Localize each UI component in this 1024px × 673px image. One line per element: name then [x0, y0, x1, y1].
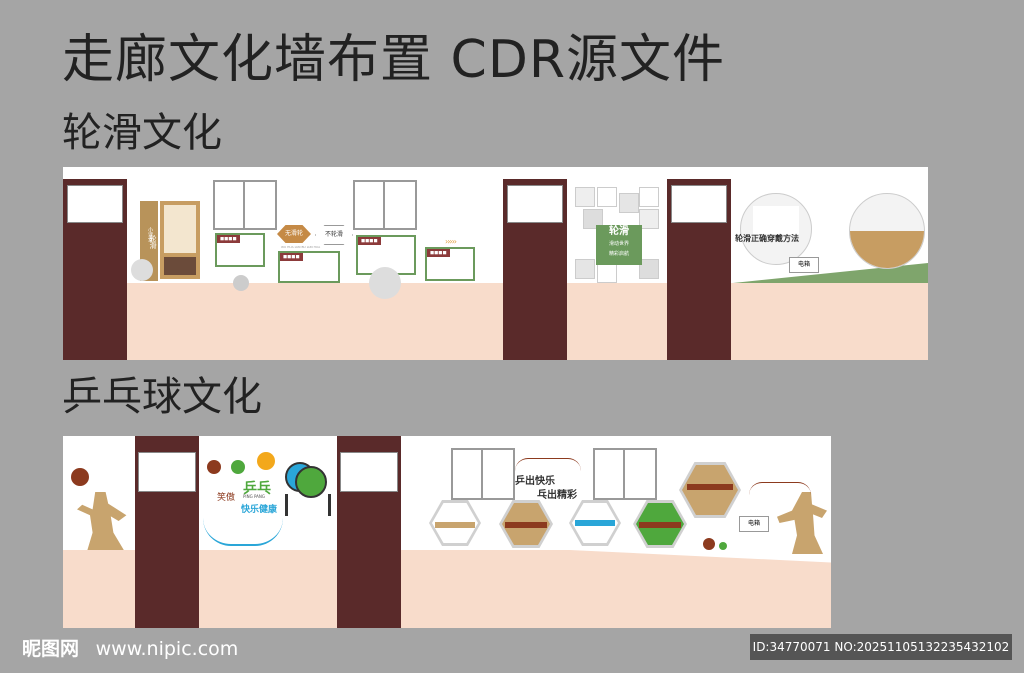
- arc-deco: [749, 482, 811, 495]
- paddle-icon: [295, 466, 327, 498]
- section-title-roller: 轮滑文化: [62, 110, 222, 156]
- player-silhouette-right: [777, 492, 827, 554]
- door-window: [138, 452, 196, 492]
- slogan-1: 乒出快乐: [515, 476, 555, 487]
- door-window: [671, 185, 727, 223]
- green-board: 轮滑 滑动世界 精彩启航: [596, 225, 642, 265]
- paddle-handles: [285, 494, 331, 516]
- slogan-small: WU HUA LUN BU LUN HUA: [281, 245, 321, 249]
- door-window: [67, 185, 123, 223]
- page-title: 走廊文化墙布置 CDR源文件: [62, 30, 726, 90]
- watermark-logo: 昵图网: [22, 638, 80, 660]
- window-4: [593, 448, 657, 500]
- window-2: [353, 180, 417, 230]
- ball-brown: [703, 538, 715, 550]
- slogan-2: 乓出精彩: [537, 490, 577, 501]
- roller-wall: 轮滑 小课堂 ◼◼◼◼ ◼◼◼◼ ◼◼◼◼ ◼◼◼◼ ››››› 无滑轮 不轮滑…: [63, 167, 928, 360]
- watermark-left: 昵图网 www.nipic.com: [22, 634, 238, 661]
- brand-small: PING PANG: [243, 494, 265, 499]
- door-1: [63, 179, 127, 360]
- electric-box: 电箱: [789, 257, 819, 273]
- info-board-4: ◼◼◼◼: [425, 247, 475, 281]
- ball-green: [231, 460, 245, 474]
- brand-left: 笑傲: [217, 493, 236, 503]
- tall-left-sub: 小课堂: [147, 227, 153, 242]
- tall-left-title: 轮滑: [149, 235, 157, 249]
- ball-brown: [71, 468, 89, 486]
- door-4: [135, 436, 199, 628]
- info-circle-2: [849, 193, 925, 269]
- deco-circle: [369, 267, 401, 299]
- arc-deco: [203, 518, 283, 546]
- ball-brown: [207, 460, 221, 474]
- door-2: [503, 179, 567, 360]
- electric-box: 电箱: [739, 516, 769, 532]
- square-collage: [575, 187, 661, 283]
- green-line1: 滑动世界: [608, 241, 629, 247]
- hex-board-3: [569, 500, 621, 546]
- slogan-hex-b: 不轮滑: [315, 225, 353, 245]
- ball-green: [719, 542, 727, 550]
- slogan-hex-a: 无滑轮: [277, 225, 311, 243]
- arrow-deco: ›››››: [445, 237, 457, 246]
- door-3: [667, 179, 731, 360]
- door-window: [340, 452, 398, 492]
- info-board-2: ◼◼◼◼: [278, 251, 340, 283]
- brand-big: 乒乓: [243, 481, 271, 497]
- hex-board-2: [499, 500, 553, 548]
- section-title-pingpong: 乒乓球文化: [62, 374, 262, 420]
- green-line2: 精彩启航: [608, 251, 629, 257]
- window-3: [451, 448, 515, 500]
- info-board-1: ◼◼◼◼: [215, 233, 265, 267]
- ball-orange: [257, 452, 275, 470]
- hex-board-5: [679, 462, 741, 518]
- deco-circle: [233, 275, 249, 291]
- green-title: 轮滑: [609, 226, 629, 237]
- deco-circle: [131, 259, 153, 281]
- pingpong-wall: 笑傲 乒乓 PING PANG 快乐健康 乒出快乐 乓出精彩 电箱: [63, 436, 831, 628]
- text-block: [164, 205, 196, 253]
- tall-text-board: [160, 201, 200, 279]
- watermark-id: ID:34770071 NO:20251105132235432102: [750, 634, 1012, 660]
- roller-floor: [63, 283, 928, 360]
- door-5: [337, 436, 401, 628]
- method-title: 轮滑正确穿戴方法: [735, 234, 799, 243]
- info-circle-1: [740, 193, 812, 265]
- photo-block: [164, 257, 196, 275]
- watermark-url: www.nipic.com: [95, 638, 239, 660]
- hex-board-4: [633, 500, 687, 548]
- arc-deco: [515, 458, 581, 471]
- window-1: [213, 180, 277, 230]
- brand-sub: 快乐健康: [241, 505, 278, 515]
- player-silhouette-left: [77, 492, 127, 550]
- hex-board-1: [429, 500, 481, 546]
- door-window: [507, 185, 563, 223]
